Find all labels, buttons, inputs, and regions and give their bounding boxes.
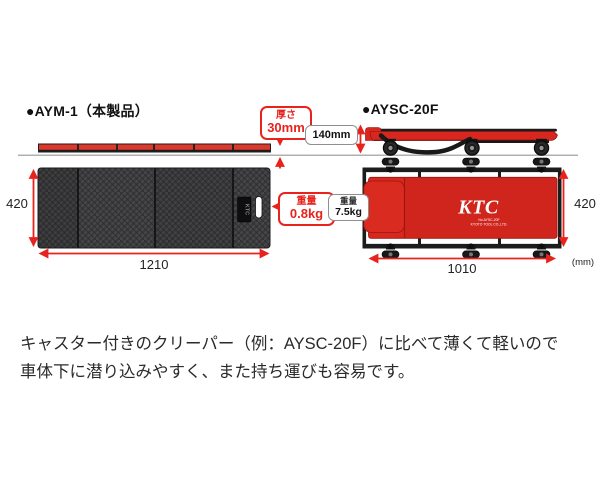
aym1-width-dim: 420	[6, 196, 28, 211]
ktc-logo-subline-2: KYOTO TOOL CO.,LTD.	[471, 222, 508, 226]
ktc-logo: KTC	[457, 197, 499, 219]
patch-label-text: KTC	[244, 204, 250, 215]
aysc-width-dim: 420	[574, 196, 596, 211]
aym1-handle-slot	[255, 196, 263, 219]
aysc-caster-front	[382, 138, 399, 156]
thickness-value: 30mm	[267, 120, 305, 136]
aysc-title: ●AYSC-20F	[362, 101, 439, 117]
aysc-caster-rear	[533, 138, 550, 156]
unit-note: (mm)	[571, 257, 595, 268]
clearance-callout: 140mm	[305, 125, 358, 146]
aym1-weight-callout: 重量 0.8kg	[278, 192, 335, 226]
caption-text: キャスター付きのクリーパー（例：AYSC-20F）に比べて薄くて軽いので 車体下…	[20, 331, 586, 386]
aysc-weight-callout: 重量 7.5kg	[328, 194, 369, 222]
aym1-top-view: KTC	[37, 167, 271, 249]
aym1-weight-value: 0.8kg	[289, 206, 324, 222]
aysc-length-dim: 1010	[447, 261, 477, 276]
aysc-top-casters	[381, 157, 551, 173]
aym1-brand-patch: KTC	[237, 196, 252, 223]
dimension-arrows	[28, 124, 569, 264]
aym1-weight-label: 重量	[296, 196, 317, 207]
aysc-top-view: KTC No.AYSC-20F KYOTO TOOL CO.,LTD.	[356, 157, 562, 259]
aym1-title: ●AYM-1（本製品）	[26, 103, 149, 119]
aym1-side-view	[38, 143, 271, 153]
aysc-side-view	[365, 127, 558, 156]
thickness-callout: 厚さ 30mm	[260, 106, 312, 140]
aym1-length-dim: 1210	[139, 257, 169, 272]
aysc-headrest-pad	[363, 180, 405, 233]
caption-line-2: 車体下に潜り込みやすく、また持ち運びも容易です。	[20, 362, 415, 381]
thickness-label: 厚さ	[276, 110, 296, 121]
aysc-caster-middle	[464, 138, 480, 156]
aysc-weight-label: 重量	[339, 196, 357, 206]
aysc-weight-value: 7.5kg	[335, 205, 362, 218]
caption-line-1: キャスター付きのクリーパー（例：AYSC-20F）に比べて薄くて軽いので	[20, 335, 559, 353]
ktc-logo-subline-1: No.AYSC-20F	[478, 218, 499, 222]
